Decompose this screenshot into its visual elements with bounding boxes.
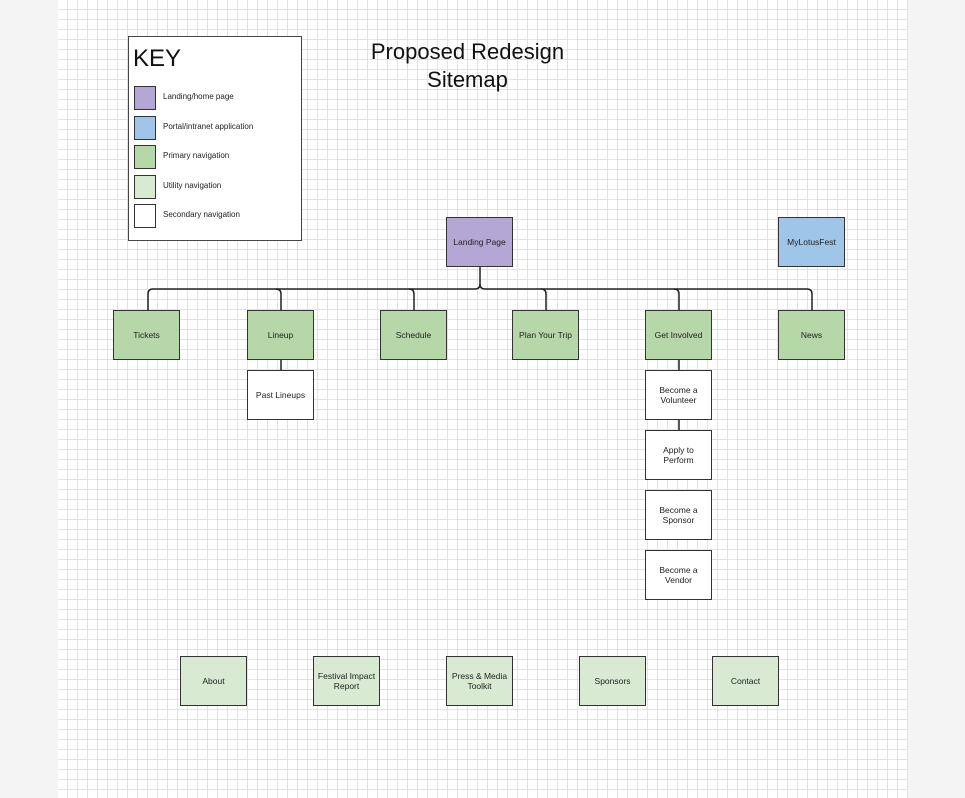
key-label-portal: Portal/intranet application xyxy=(163,122,254,131)
connector-involved xyxy=(673,288,680,310)
node-contact[interactable]: Contact xyxy=(712,656,779,706)
node-tickets[interactable]: Tickets xyxy=(113,310,180,360)
key-label-secondary: Secondary navigation xyxy=(163,210,240,219)
key-swatch-secondary xyxy=(134,204,156,228)
node-past-lineups[interactable]: Past Lineups xyxy=(247,370,314,420)
connector-schedule xyxy=(408,288,415,310)
key-swatch-portal xyxy=(134,116,156,140)
connector-lineup xyxy=(275,288,282,310)
connector-trunk-right xyxy=(479,283,813,310)
node-festival-impact-report[interactable]: Festival Impact Report xyxy=(313,656,380,706)
connector-plan xyxy=(540,288,547,310)
key-item-secondary: Secondary navigation xyxy=(134,204,302,228)
node-press-media-toolkit[interactable]: Press & Media Toolkit xyxy=(446,656,513,706)
node-become-volunteer[interactable]: Become a Volunteer xyxy=(645,370,712,420)
key-title: KEY xyxy=(133,45,182,72)
key-item-landing: Landing/home page xyxy=(134,86,302,110)
node-schedule[interactable]: Schedule xyxy=(380,310,447,360)
key-item-primary: Primary navigation xyxy=(134,145,302,169)
node-mylotusfest[interactable]: MyLotusFest xyxy=(778,217,845,267)
node-about[interactable]: About xyxy=(180,656,247,706)
node-news[interactable]: News xyxy=(778,310,845,360)
node-landing-page[interactable]: Landing Page xyxy=(446,217,513,267)
connector-trunk xyxy=(147,267,481,310)
node-apply-to-perform[interactable]: Apply to Perform xyxy=(645,430,712,480)
node-get-involved[interactable]: Get Involved xyxy=(645,310,712,360)
node-plan-your-trip[interactable]: Plan Your Trip xyxy=(512,310,579,360)
key-legend: KEY Landing/home page Portal/intranet ap… xyxy=(128,36,302,241)
key-swatch-primary xyxy=(134,145,156,169)
key-label-primary: Primary navigation xyxy=(163,151,230,160)
key-item-portal: Portal/intranet application xyxy=(134,116,302,140)
key-swatch-landing xyxy=(134,86,156,110)
key-label-landing: Landing/home page xyxy=(163,92,234,101)
key-item-utility: Utility navigation xyxy=(134,175,302,199)
key-swatch-utility xyxy=(134,175,156,199)
diagram-title: Proposed Redesign Sitemap xyxy=(370,39,565,92)
node-lineup[interactable]: Lineup xyxy=(247,310,314,360)
node-sponsors[interactable]: Sponsors xyxy=(579,656,646,706)
key-label-utility: Utility navigation xyxy=(163,181,222,190)
node-become-sponsor[interactable]: Become a Sponsor xyxy=(645,490,712,540)
node-become-vendor[interactable]: Become a Vendor xyxy=(645,550,712,600)
